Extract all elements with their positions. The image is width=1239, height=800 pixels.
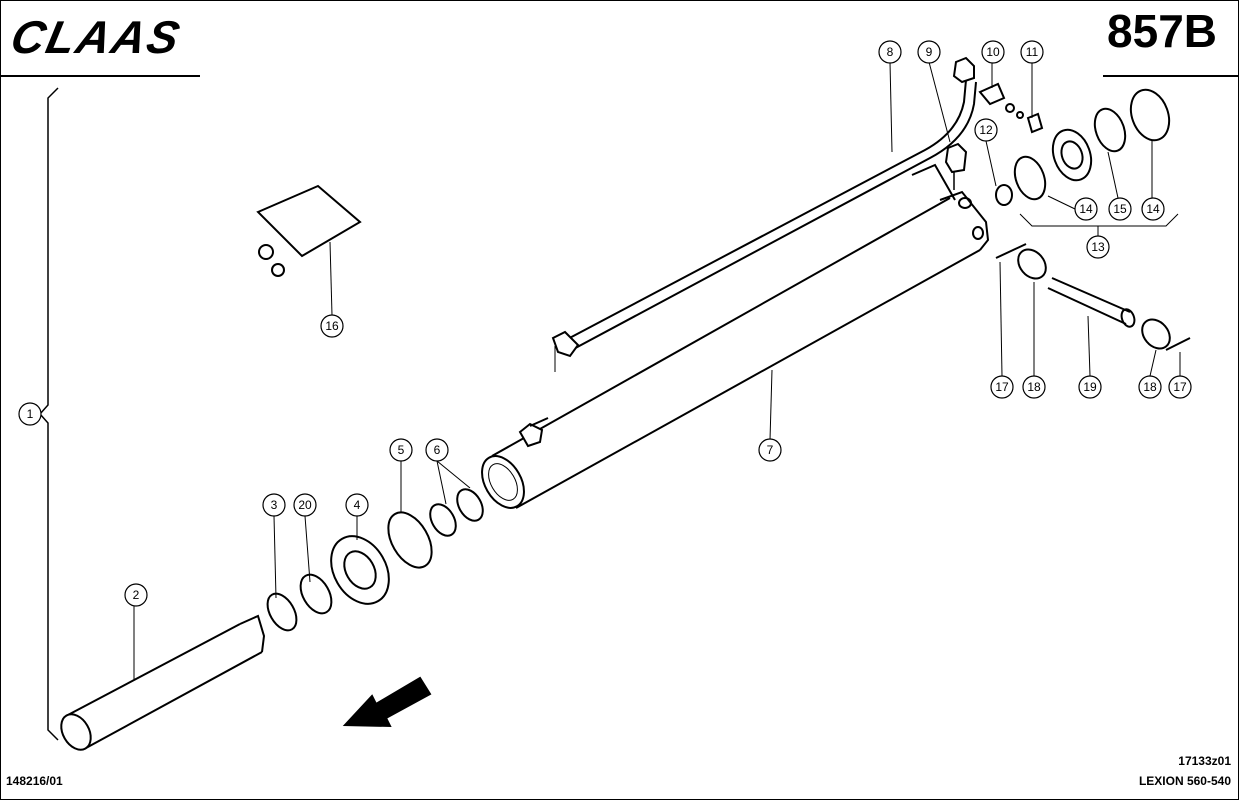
callout-7: 7: [767, 443, 774, 457]
hydraulic-pipe: [551, 56, 977, 372]
callout-13: 13: [1091, 240, 1105, 254]
callout-19: 19: [1083, 380, 1097, 394]
callout-18: 18: [1027, 380, 1041, 394]
callout-20: 20: [298, 498, 312, 512]
footer-left-reference: 148216/01: [6, 774, 63, 788]
callout-5: 5: [398, 443, 405, 457]
callout-14: 14: [1146, 202, 1160, 216]
page-code: 857B: [1107, 5, 1217, 57]
callout-16: 16: [325, 319, 339, 333]
callout-6: 6: [434, 443, 441, 457]
cylinder-tube: [481, 163, 990, 509]
callout-8: 8: [887, 45, 894, 59]
callout-4: 4: [354, 498, 361, 512]
callout-3: 3: [271, 498, 278, 512]
callout-9: 9: [926, 45, 933, 59]
piston-rod: [60, 614, 266, 751]
callout-17: 17: [1173, 380, 1187, 394]
callout-15: 15: [1113, 202, 1127, 216]
callout-11: 11: [1026, 45, 1039, 59]
callout-18: 18: [1143, 380, 1157, 394]
callout-14: 14: [1079, 202, 1093, 216]
callout-17: 17: [995, 380, 1009, 394]
model-label: LEXION 560-540: [1138, 774, 1231, 788]
callout-10: 10: [986, 45, 1000, 59]
callout-1: 1: [27, 407, 34, 421]
callout-12: 12: [979, 123, 993, 137]
drawing-reference: 17133z01: [1178, 754, 1231, 768]
callout-2: 2: [133, 588, 140, 602]
